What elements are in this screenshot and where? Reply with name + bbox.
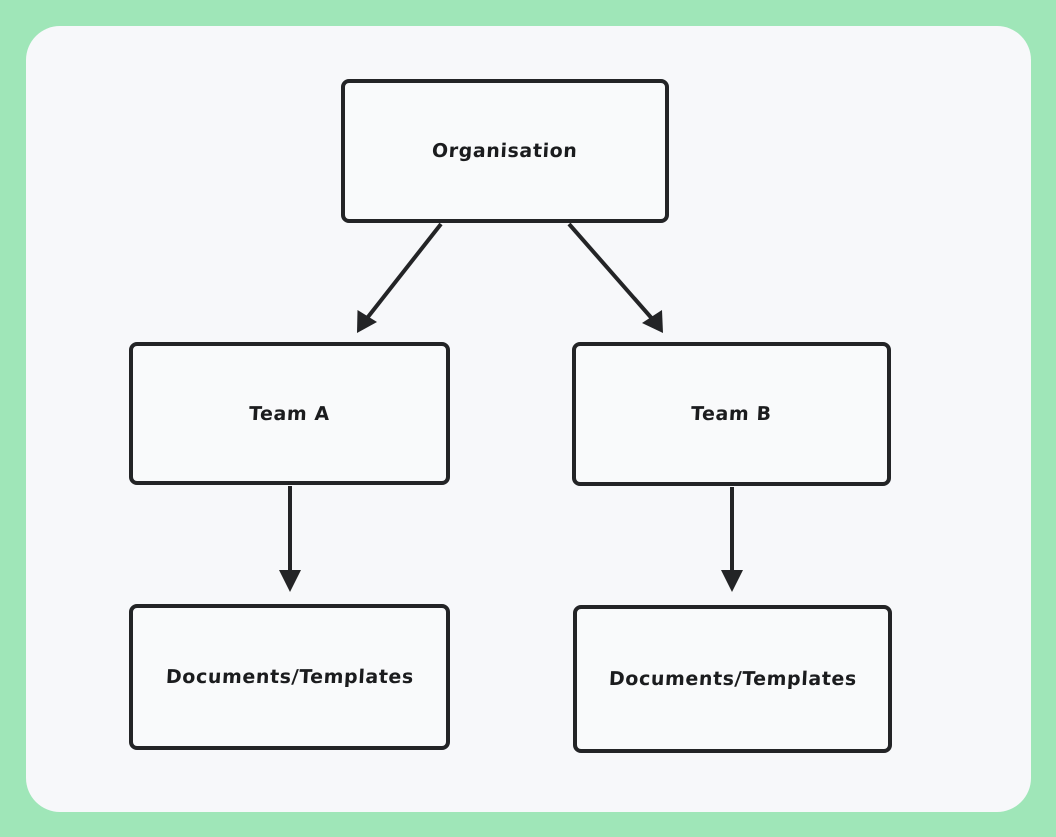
edge-organisation-to-team-b	[567, 222, 663, 333]
node-team-b-label: Team B	[690, 403, 773, 425]
edge-team-b-to-docs-b	[721, 487, 743, 592]
node-documents-templates-b-label: Documents/Templates	[607, 668, 858, 690]
node-organisation[interactable]: Organisation	[341, 79, 669, 223]
node-team-b[interactable]: Team B	[572, 342, 891, 486]
node-documents-templates-b[interactable]: Documents/Templates	[573, 605, 892, 753]
node-team-a-label: Team A	[248, 402, 331, 425]
node-organisation-label: Organisation	[431, 140, 579, 162]
edge-team-a-to-docs-a	[279, 486, 301, 592]
node-documents-templates-a[interactable]: Documents/Templates	[129, 604, 450, 750]
edge-organisation-to-team-a	[357, 222, 443, 333]
node-documents-templates-a-label: Documents/Templates	[164, 666, 415, 688]
node-team-a[interactable]: Team A	[129, 342, 450, 485]
